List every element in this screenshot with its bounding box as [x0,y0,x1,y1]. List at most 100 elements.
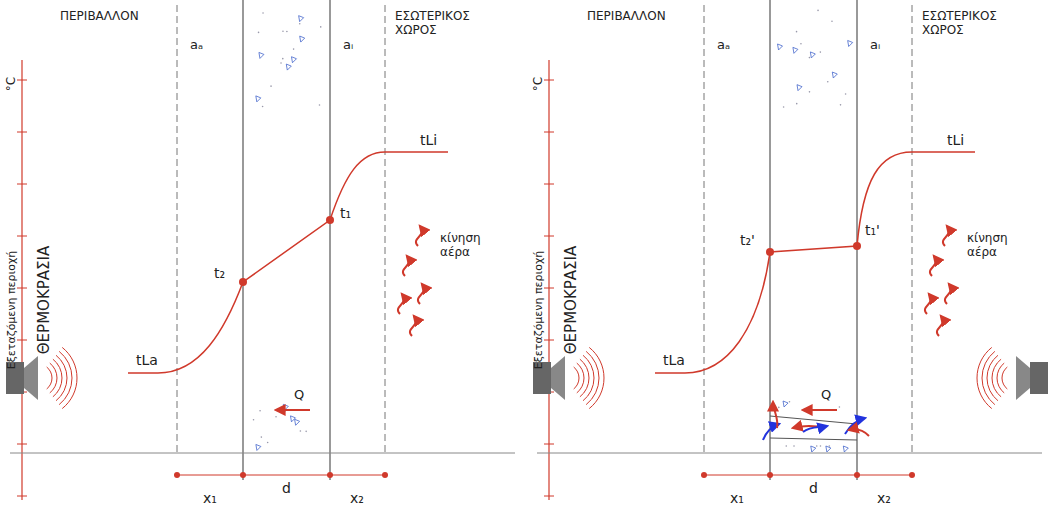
axis-tick [17,496,27,497]
axis-tick [17,444,27,445]
temperature-axis [21,60,22,500]
axis-tick [17,288,27,289]
boundary-layer-line [704,5,705,453]
wall-face [329,0,330,480]
boundary-layer-line [912,5,913,453]
coefficient-label: aₐ [717,38,730,53]
concrete-aggregate [843,446,848,452]
wall-face [242,0,243,480]
air-flow-arrow [398,294,404,314]
concrete-aggregate [256,444,261,450]
concrete-grain [286,31,288,33]
concrete-aggregate [783,401,788,407]
dimension-label: x₁ [203,490,217,506]
region-title: ΠΕΡΙΒΑΛΛΟΝ [60,10,139,24]
axis-tick [17,132,27,133]
note-label: κίνηση αέρα [440,232,500,260]
axis-tick [544,236,554,237]
sound-wave [577,363,584,393]
sound-wave [62,347,77,408]
sound-wave [977,347,992,408]
concrete-grain [280,62,282,64]
concrete-grain [809,57,811,59]
concrete-grain [845,93,847,95]
axis-title: ΘΕΡΜΟΚΡΑΣΙΑ [36,246,53,354]
dimension-point [767,472,773,478]
temperature-label: tLa [136,352,158,368]
concrete-aggregate [299,16,304,22]
area-label: Εξεταζόμενη περιοχή [533,251,546,370]
speaker-cone [1016,356,1030,400]
dimension-point [240,472,246,478]
axis-tick [17,80,27,81]
temperature-label: t₂ [214,265,225,281]
air-flow-arrow [418,284,424,304]
concrete-grain [840,104,842,106]
air-flow-arrow [803,426,827,432]
sound-wave [997,363,1004,393]
unit-label: °C [532,77,546,91]
temperature-axis [548,60,549,500]
sound-wave [589,347,604,408]
sound-wave [1002,367,1007,389]
concrete-grain [262,106,264,108]
concrete-grain [778,407,780,409]
axis-tick [544,444,554,445]
ground-line [10,453,515,454]
concrete-grain [817,10,819,12]
temperature-profile [655,152,975,373]
dimension-line [177,475,385,476]
air-flow-arrow [416,226,422,246]
sound-wave [53,359,62,397]
axis-tick [17,340,27,341]
heat-flow-arrow [276,409,310,411]
sound-wave [586,351,599,404]
concrete-aggregate [826,446,831,452]
axis-tick [544,132,554,133]
panel [533,0,1048,500]
concrete-grain [827,81,829,83]
concrete-aggregate [291,57,296,63]
concrete-aggregate [793,47,798,53]
coefficient-label: aᵢ [870,38,880,53]
concrete-grain [282,58,284,60]
dimension-label: x₁ [730,490,744,506]
area-label: Εξεταζόμενη περιοχή [6,251,19,370]
axis-tick [544,184,554,185]
sound-wave [50,363,57,393]
concrete-grain [262,12,264,14]
concrete-grain [800,43,802,45]
air-flow-arrow [403,256,409,276]
sound-wave [47,367,52,389]
dimension-point [174,472,180,478]
concrete-grain [300,430,302,432]
concrete-grain [796,103,798,105]
concrete-grain [796,31,798,33]
axis-tick [544,288,554,289]
sound-wave [59,351,72,404]
region-title: ΕΣΩΤΕΡΙΚΟΣ ΧΩΡΟΣ [395,10,495,38]
dimension-label: x₂ [877,490,891,506]
concrete-grain [831,20,833,22]
region-title: ΠΕΡΙΒΑΛΛΟΝ [587,10,666,24]
axis-tick [17,236,27,237]
concrete-grain [270,85,272,87]
concrete-grain [789,401,791,403]
temperature-label: t₁' [865,222,880,238]
sound-wave [982,351,995,404]
temperature-label: t₂' [740,232,755,248]
surface-point [326,216,334,224]
dimension-point [327,472,333,478]
dimension-line [704,475,912,476]
coefficient-label: aᵢ [343,38,353,53]
concrete-grain [282,30,284,32]
air-flow-arrow [773,402,777,428]
speaker-box [1030,362,1048,394]
concrete-grain [785,445,787,447]
sound-wave [574,367,579,389]
concrete-aggregate [811,446,816,452]
concrete-grain [820,51,822,53]
surface-point [239,278,247,286]
concrete-aggregate [848,40,853,46]
